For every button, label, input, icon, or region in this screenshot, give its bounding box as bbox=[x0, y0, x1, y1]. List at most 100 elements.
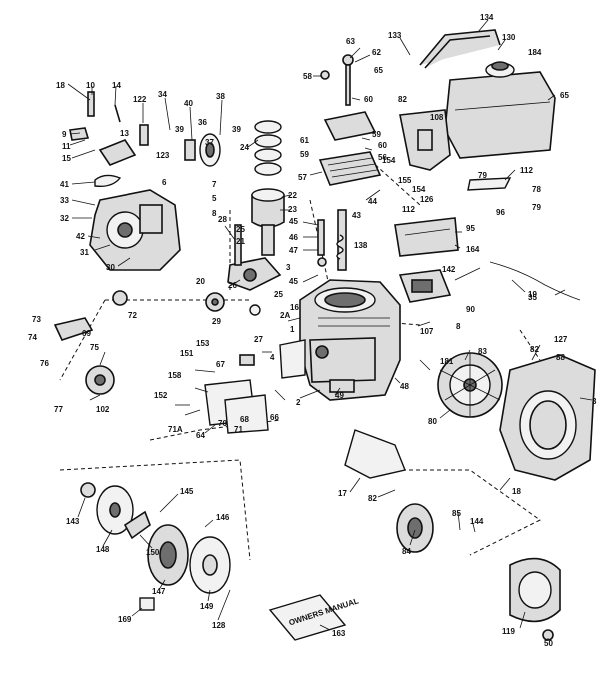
callout: 64 bbox=[196, 431, 205, 440]
callout: 69 bbox=[82, 329, 91, 338]
callout: 10 bbox=[86, 81, 95, 90]
callout: 112 bbox=[402, 205, 415, 214]
callout: 18 bbox=[56, 81, 65, 90]
callout: 50 bbox=[544, 639, 553, 648]
callout: 30 bbox=[106, 263, 115, 272]
callout: 5 bbox=[212, 194, 217, 203]
recoil-starter bbox=[396, 503, 561, 641]
callout: 145 bbox=[180, 487, 194, 496]
callout: 122 bbox=[133, 95, 147, 104]
callout: 59 bbox=[300, 150, 309, 159]
callout: 3 bbox=[592, 397, 597, 406]
callout: 107 bbox=[420, 327, 434, 336]
callout: 112 bbox=[520, 166, 533, 175]
callout: 21 bbox=[236, 237, 245, 246]
callout: 33 bbox=[60, 196, 69, 205]
callout: 35 bbox=[528, 293, 537, 302]
callout: 58 bbox=[303, 72, 312, 81]
callout: 83 bbox=[478, 347, 487, 356]
callout: 45 bbox=[289, 277, 298, 286]
callout: 119 bbox=[502, 627, 515, 636]
callout: 76 bbox=[40, 359, 49, 368]
callout: 27 bbox=[254, 335, 263, 344]
callout: 11 bbox=[62, 142, 71, 151]
callout: 154 bbox=[382, 156, 396, 165]
blower-housing bbox=[499, 354, 596, 481]
callout: 44 bbox=[368, 197, 377, 206]
callout: 26 bbox=[228, 281, 237, 290]
callout: 74 bbox=[28, 333, 37, 342]
callout: 84 bbox=[402, 547, 411, 556]
callout: 71A bbox=[168, 425, 183, 434]
control-bracket bbox=[394, 109, 512, 257]
callout: 154 bbox=[412, 185, 426, 194]
callout: 80 bbox=[428, 417, 437, 426]
callout: 65 bbox=[560, 91, 569, 100]
callout: 25 bbox=[236, 225, 245, 234]
callout: 20 bbox=[196, 277, 205, 286]
callout: 25 bbox=[274, 290, 283, 299]
callout: 75 bbox=[90, 343, 99, 352]
callout: 146 bbox=[216, 513, 230, 522]
cylinder-head-and-valves bbox=[317, 54, 382, 271]
callout: 9 bbox=[62, 130, 67, 139]
callout: 23 bbox=[288, 205, 297, 214]
callout: 39 bbox=[232, 125, 241, 134]
leader-lines bbox=[67, 19, 593, 640]
engine-block bbox=[299, 279, 401, 401]
callout: 7 bbox=[212, 180, 217, 189]
callout: 90 bbox=[466, 305, 475, 314]
callout: 36 bbox=[198, 118, 207, 127]
callout: 3 bbox=[286, 263, 291, 272]
callout: 78 bbox=[532, 185, 541, 194]
callout: 39 bbox=[175, 125, 184, 134]
callout: 158 bbox=[168, 371, 182, 380]
callout: 88 bbox=[556, 353, 565, 362]
callout: 32 bbox=[60, 214, 69, 223]
callout: 142 bbox=[442, 265, 456, 274]
callout: 163 bbox=[332, 629, 346, 638]
callout: 79 bbox=[532, 203, 541, 212]
callout: 1 bbox=[290, 325, 295, 334]
gasket-set bbox=[204, 339, 306, 434]
callout: 153 bbox=[196, 339, 210, 348]
callout: 164 bbox=[466, 245, 480, 254]
callout: 47 bbox=[289, 246, 298, 255]
callout: 123 bbox=[156, 151, 170, 160]
callout: 18 bbox=[512, 487, 521, 496]
callout: 48 bbox=[400, 382, 409, 391]
callout: 149 bbox=[200, 602, 214, 611]
callout: 133 bbox=[388, 31, 402, 40]
callout: 126 bbox=[420, 195, 434, 204]
callout: 8 bbox=[456, 322, 461, 331]
callout: 56 bbox=[378, 153, 387, 162]
flywheel-shield bbox=[344, 429, 406, 479]
callout: 68 bbox=[240, 415, 249, 424]
callout: 42 bbox=[76, 232, 85, 241]
fuel-tank bbox=[419, 29, 556, 159]
callout: 60 bbox=[378, 141, 387, 150]
callout: 79 bbox=[478, 171, 487, 180]
callout: 152 bbox=[154, 391, 168, 400]
callout: 13 bbox=[120, 129, 129, 138]
callout: 37 bbox=[205, 138, 214, 147]
callout: 29 bbox=[212, 317, 221, 326]
callout: 6 bbox=[162, 178, 167, 187]
callout: 70 bbox=[218, 419, 227, 428]
callout: 62 bbox=[372, 48, 381, 57]
callout: 130 bbox=[502, 33, 516, 42]
callout: 82 bbox=[530, 345, 539, 354]
callout: 155 bbox=[398, 176, 412, 185]
callout: 102 bbox=[96, 405, 110, 414]
callout: 148 bbox=[96, 545, 110, 554]
callout: 63 bbox=[346, 37, 355, 46]
callout: 61 bbox=[300, 136, 309, 145]
callout: 46 bbox=[289, 233, 298, 242]
callout: 71 bbox=[234, 425, 243, 434]
callout: 60 bbox=[364, 95, 373, 104]
callout: 184 bbox=[528, 48, 542, 57]
callout: 72 bbox=[128, 311, 137, 320]
flywheel bbox=[437, 352, 503, 418]
callout: 34 bbox=[158, 90, 167, 99]
